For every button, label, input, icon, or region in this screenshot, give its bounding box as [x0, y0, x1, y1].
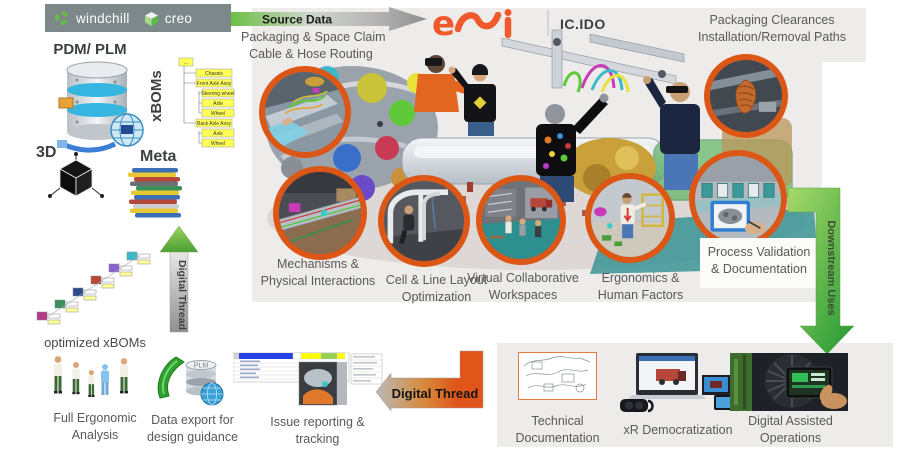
figure-vr-right: [643, 76, 700, 190]
label-mechanisms: Mechanisms &Physical Interactions: [260, 257, 376, 288]
svg-text:...: ...: [184, 60, 188, 66]
bubble-cell-line-layout: [378, 175, 470, 267]
technical-doc-thumbnail: [518, 352, 597, 400]
svg-text:Downstream Uses: Downstream Uses: [825, 220, 837, 315]
svg-text:Digital Thread: Digital Thread: [176, 260, 188, 330]
caption-packaging-clearances: Packaging Clearances: [709, 13, 835, 27]
creo-cube-icon: [144, 11, 158, 26]
cube-3d-icon: [48, 152, 104, 198]
vr-headset-icon: [620, 399, 654, 413]
creo-label: creo: [164, 10, 193, 26]
svg-text:Digital Thread: Digital Thread: [392, 386, 479, 401]
manikins-illustration: [54, 356, 128, 397]
bubble-virtual-collaboration: [476, 175, 566, 265]
svg-text:Steering wheel: Steering wheel: [201, 91, 234, 97]
xr-devices-illustration: [620, 353, 746, 413]
caption-cable-hose-routing: Cable & Hose Routing: [249, 47, 373, 61]
bubble-packaging-clearances: [704, 54, 788, 138]
label-process-validation-box: Process Validation& Documentation: [700, 238, 818, 288]
digital-thread-back-arrow: Digital Thread: [375, 350, 484, 411]
drawer-icon: [58, 97, 74, 109]
digital-thread-up-arrow: Digital Thread: [159, 225, 199, 333]
bubble-process-validation: [689, 150, 787, 248]
issue-reporting-label: Issue reporting &tracking: [270, 415, 365, 446]
downstream-uses-arrow: Downstream Uses: [787, 187, 855, 355]
windchill-icon: [55, 11, 69, 25]
pdm-banner: windchill creo: [45, 4, 231, 32]
svg-text:Wheel: Wheel: [211, 111, 225, 117]
svg-text:Axle: Axle: [213, 101, 223, 107]
caption-packaging-space-claim: Packaging & Space Claim: [241, 30, 386, 44]
svg-text:Axle: Axle: [213, 131, 223, 137]
gantry-structure: [501, 29, 685, 89]
windchill-label: windchill: [76, 10, 130, 26]
product-name: IC.IDO: [560, 16, 606, 32]
svg-text:Chassis: Chassis: [205, 71, 223, 77]
svg-text:Source Data: Source Data: [262, 13, 332, 27]
source-data-arrow: Source Data: [231, 7, 427, 31]
svg-text:e: e: [432, 8, 455, 40]
xr-democratization-label: xR Democratization: [623, 423, 733, 437]
bom-tree: ... Chassis Front Axle Assy Steering whe…: [178, 57, 235, 148]
label-ergonomics: Ergonomics &Human Factors: [597, 271, 684, 302]
svg-text:Wheel: Wheel: [211, 141, 225, 147]
optimized-xboms-label: optimized xBOMs: [44, 335, 146, 350]
pdm-plm-title: PDM/ PLM: [53, 41, 127, 58]
esi-logo: e IC.IDO: [432, 8, 606, 40]
bubble-mechanisms: [273, 166, 367, 260]
caption-installation-removal: Installation/Removal Paths: [698, 30, 846, 44]
digital-assisted-ops-photo: [730, 353, 848, 411]
issue-tracking-spreadsheet: [233, 352, 383, 406]
green-path-icon: [157, 356, 185, 399]
plm-database-illustration: [57, 61, 144, 153]
figure-black-shirt: [448, 64, 496, 136]
svg-text:Front Axle Assy: Front Axle Assy: [197, 81, 232, 87]
globe-icon: [110, 113, 144, 147]
meta-title: Meta: [140, 148, 177, 165]
bubble-ergonomics: [585, 173, 675, 263]
three-d-title: 3D: [36, 144, 57, 161]
bubble-cable-hose-routing: [259, 66, 351, 158]
plm-badge: PLM: [194, 363, 209, 370]
xboms-title: xBOMs: [148, 70, 165, 122]
meta-stack-icon: [128, 168, 182, 218]
svg-text:Back Axle Assy: Back Axle Assy: [197, 121, 231, 127]
network-cable: [61, 141, 117, 153]
optimized-xboms-illustration: [36, 251, 151, 325]
data-export-illustration: PLM: [157, 356, 224, 406]
